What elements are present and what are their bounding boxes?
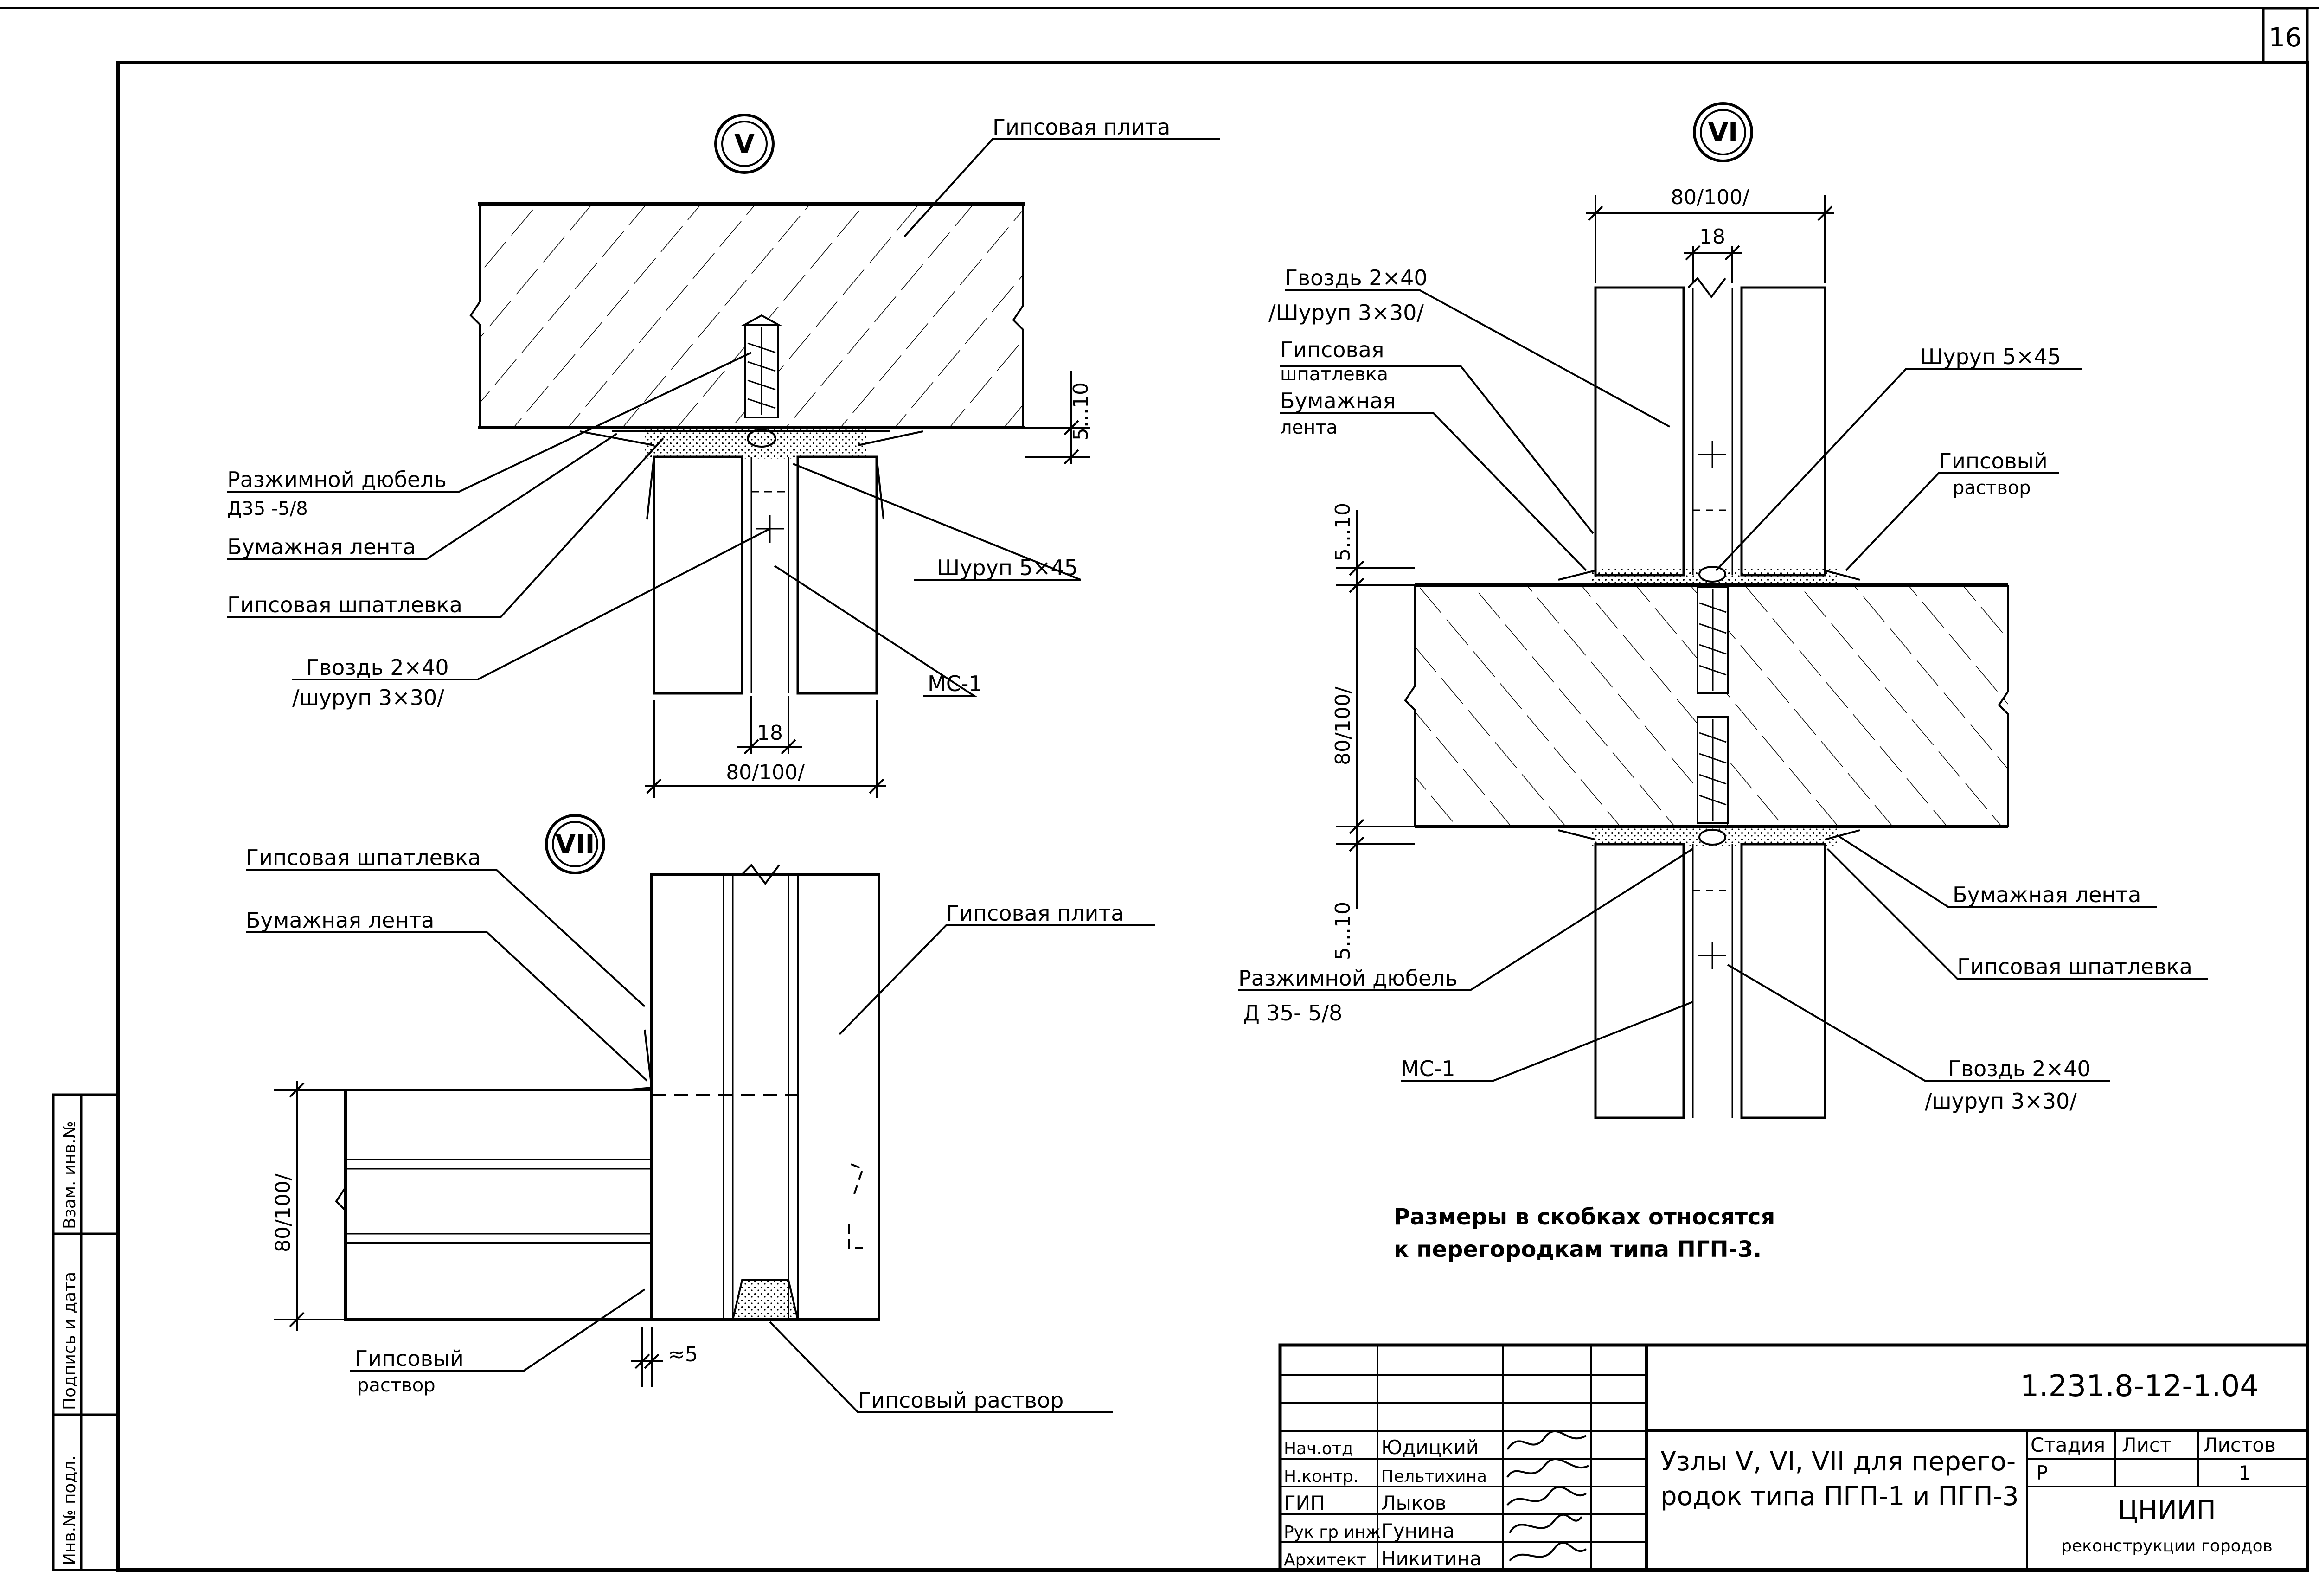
node-v-dim-width: 80/100/ [726,761,805,784]
tb-name-5: Никитина [1381,1547,1482,1570]
tb-role-3: ГИП [1284,1492,1325,1514]
node-vi-label-nail-right: Гвоздь 2×40 [1948,1056,2091,1081]
node-vii-label-slab: Гипсовая плита [946,901,1124,926]
node-vi-label-tape-2: лента [1280,417,1338,438]
note: Размеры в скобках относятся к перегородк… [1394,1204,1775,1263]
node-vi-dim-gap-bottom: 5...10 [1331,902,1355,960]
tb-title-1: Узлы V, VI, VII для перего- [1660,1447,2016,1477]
node-vi-label-mortar-2: раствор [1953,477,2031,499]
node-v-mark: V [734,129,755,160]
node-v-label-slab: Гипсовая плита [993,115,1170,140]
sheet-frame [0,7,2319,1572]
node-vii-label-mortar-bottom: Гипсовый раствор [858,1388,1063,1413]
node-vi-label-screw: Шуруп 5×45 [1920,344,2061,369]
tb-org-1: ЦНИИП [2118,1495,2216,1525]
node-vii-label-mortar-2: раствор [357,1375,436,1396]
node-vi-label-tape-right: Бумажная лента [1953,882,2141,907]
tb-code: 1.231.8-12-1.04 [2020,1369,2259,1404]
node-v-label-dowel: Разжимной дюбель [227,467,447,492]
tb-name-4: Гунина [1381,1519,1454,1542]
node-vi: VI [1238,102,2208,1119]
node-vi-mark: VI [1708,118,1738,148]
tb-stage: Р [2036,1461,2048,1484]
node-vi-label-dowel-size: Д 35- 5/8 [1243,1000,1342,1026]
tb-sheets-header: Листов [2203,1434,2276,1456]
node-v-dim-gap: 5...10 [1069,382,1093,441]
node-v-label-screw-alt: /шуруп 3×30/ [292,685,444,710]
node-v: V [227,114,1220,798]
node-vi-label-tape-1: Бумажная [1280,388,1396,413]
note-line-1: Размеры в скобках относятся [1394,1204,1775,1230]
node-vi-label-nail: Гвоздь 2×40 [1285,265,1428,290]
node-v-label-ms: МС-1 [928,671,982,696]
node-v-label-nail: Гвоздь 2×40 [306,655,449,680]
node-v-mark-outer [714,114,775,174]
tb-sheets: 1 [2239,1461,2251,1484]
node-v-label-dowel-size: Д35 -5/8 [227,498,308,519]
sheet-number: 16 [2268,23,2301,53]
node-vii-label-putty: Гипсовая шпатлевка [246,845,481,870]
tb-role-5: Архитект [1284,1551,1366,1570]
tb-org-2: реконструкции городов [2061,1537,2273,1556]
side-stamp [52,1093,120,1571]
node-vii: VII 80/100/ ≈5 [246,814,1155,1413]
side-stamp-repl: Взам. инв.№ [60,1121,79,1229]
node-vi-label-screw-alt-right: /шуруп 3×30/ [1925,1089,2077,1114]
tb-title-2: родок типа ПГП-1 и ПГП-3 [1660,1481,2019,1512]
side-stamp-inv: Инв.№ подл. [60,1455,79,1565]
tb-sheet-header: Лист [2122,1434,2171,1456]
node-vii-label-tape: Бумажная лента [246,908,434,933]
tb-role-4: Рук гр инж [1284,1523,1381,1542]
node-vi-label-ms: МС-1 [1401,1056,1455,1081]
node-v-label-screw: Шуруп 5×45 [937,555,1078,580]
node-v-label-tape: Бумажная лента [227,534,416,559]
tb-role-1: Нач.отд [1284,1439,1353,1458]
node-vii-dim-gap: ≈5 [668,1343,698,1366]
node-vi-label-mortar-1: Гипсовый [1939,449,2048,474]
tb-stage-header: Стадия [2031,1434,2105,1456]
node-vii-mark: VII [555,830,595,860]
node-vii-label-mortar-1: Гипсовый [355,1346,464,1371]
node-vi-dim-thickness: 80/100/ [1331,686,1355,765]
tb-role-2: Н.контр. [1284,1467,1358,1486]
node-vi-label-putty-2: шпатлевка [1280,364,1388,385]
node-v-label-putty: Гипсовая шпатлевка [227,592,462,617]
side-stamp-sign: Подпись и дата [60,1272,79,1410]
node-vi-dim-width: 80/100/ [1671,186,1749,209]
node-vi-dim-inner: 18 [1699,225,1725,249]
node-v-mark-inner [721,121,768,167]
node-vi-label-dowel: Разжимной дюбель [1238,966,1458,991]
node-vi-dim-gap-top: 5...10 [1331,503,1355,561]
note-line-2: к перегородкам типа ПГП-3. [1394,1237,1762,1263]
signatures [1506,1430,1589,1562]
node-vii-dim-thickness: 80/100/ [271,1173,295,1252]
node-v-dim-inner: 18 [757,721,783,745]
node-vi-label-putty-1: Гипсовая [1280,337,1384,362]
tb-name-3: Лыков [1381,1492,1447,1514]
node-vi-label-putty-right: Гипсовая шпатлевка [1957,954,2192,979]
tb-name-2: Пельтихина [1381,1467,1487,1486]
title-block [1278,1343,2309,1572]
node-vi-label-screw-alt: /Шуруп 3×30/ [1268,300,1424,325]
tb-name-1: Юдицкий [1381,1436,1479,1459]
